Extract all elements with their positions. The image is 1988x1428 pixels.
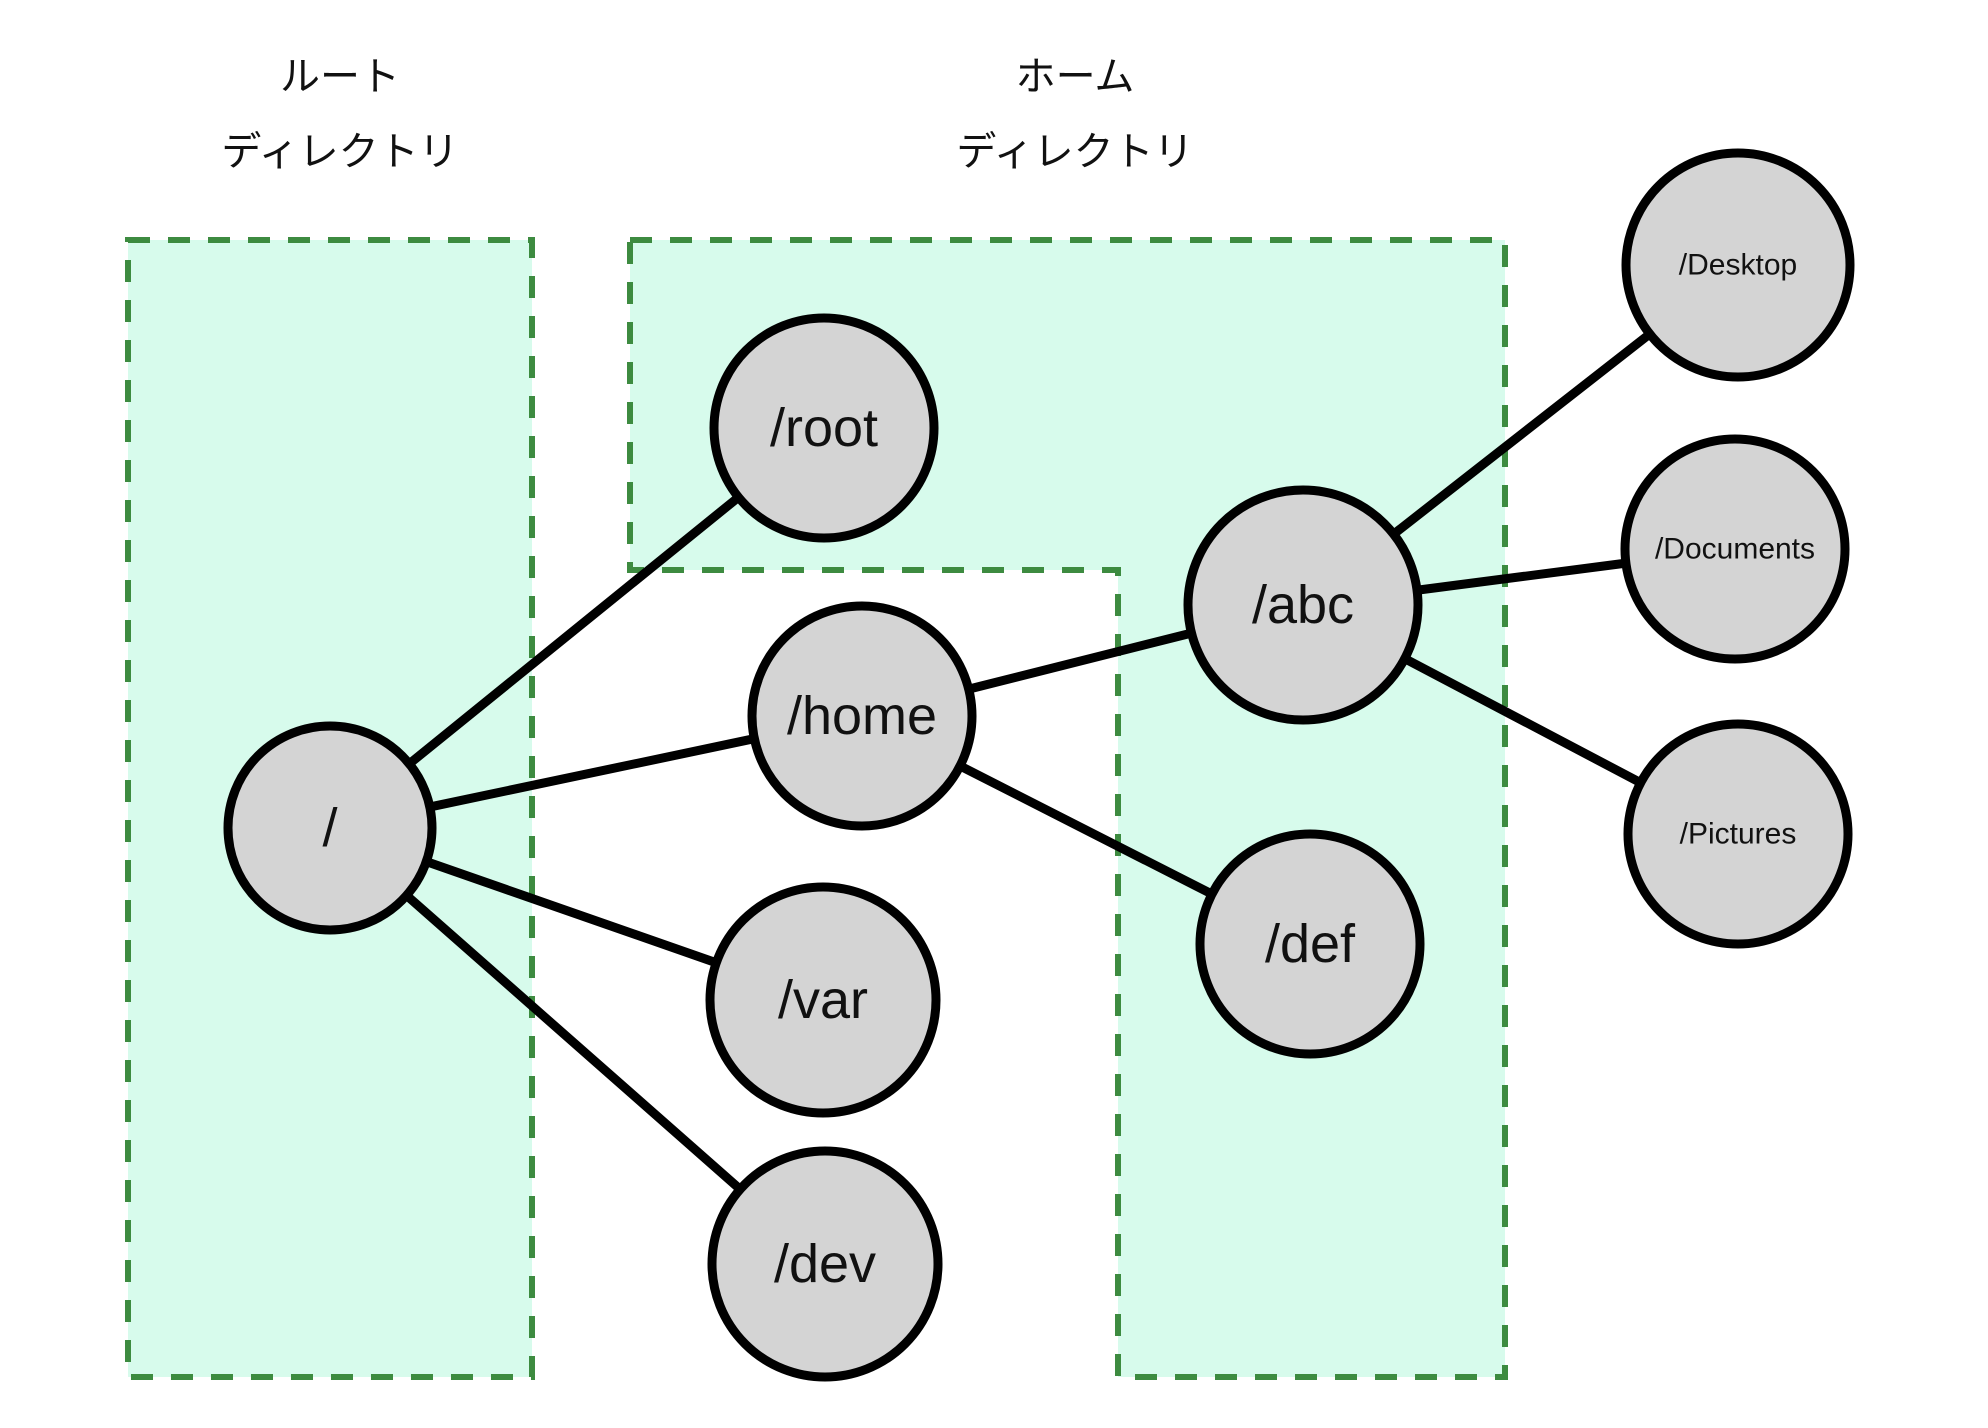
- node-label-var: /var: [778, 970, 868, 1030]
- edge-home-to-abc: [960, 627, 1200, 695]
- edge-abc-to-desktop: [1385, 327, 1658, 542]
- root-directory-label-line-1: ルート: [280, 54, 400, 100]
- root-directory-label-line-2: ディレクトリ: [221, 129, 458, 175]
- node-label-pictures: /Pictures: [1680, 818, 1797, 851]
- node-circle-home[interactable]: [747, 601, 977, 831]
- node-circle-var[interactable]: [705, 882, 941, 1118]
- edge-root-to-var: [418, 855, 725, 969]
- node-label-home: /home: [787, 686, 937, 746]
- node-circle-desktop[interactable]: [1621, 148, 1855, 382]
- node-circle-dev[interactable]: [707, 1146, 943, 1382]
- node-abc[interactable]: /abc: [1183, 485, 1423, 725]
- edge-abc-to-documents: [1408, 558, 1635, 596]
- home-directory-label-line-1: ホーム: [1016, 54, 1135, 100]
- node-home[interactable]: /home: [747, 601, 977, 831]
- node-label-root-dir: /root: [770, 398, 878, 458]
- node-label-abc: /abc: [1252, 575, 1354, 635]
- home-directory-label-line-2: ディレクトリ: [956, 129, 1193, 175]
- edge-root-to-home: [421, 733, 763, 813]
- edge-abc-to-pictures: [1396, 652, 1649, 790]
- node-label-documents: /Documents: [1655, 533, 1815, 566]
- node-circle-pictures[interactable]: [1623, 719, 1853, 949]
- node-label-dev: /dev: [774, 1234, 876, 1294]
- node-circle-abc[interactable]: [1183, 485, 1423, 725]
- node-circle-documents[interactable]: [1620, 434, 1850, 664]
- nodes-layer: / /root/home/var/dev/abc/def/Desktop/Docu…: [223, 148, 1855, 1382]
- edge-root-to-root-dir: [401, 490, 747, 771]
- node-label-def: /def: [1265, 914, 1356, 974]
- node-desktop[interactable]: /Desktop: [1621, 148, 1855, 382]
- edge-root-to-dev: [399, 888, 748, 1197]
- node-root-dir[interactable]: /root: [709, 313, 939, 543]
- node-circle-root-dir[interactable]: [709, 313, 939, 543]
- node-pictures[interactable]: /Pictures: [1623, 719, 1853, 949]
- node-def[interactable]: /def: [1195, 829, 1425, 1059]
- node-var[interactable]: /var: [705, 882, 941, 1118]
- edges-layer: [399, 327, 1658, 1197]
- node-root[interactable]: /: [223, 721, 437, 935]
- node-circle-def[interactable]: [1195, 829, 1425, 1059]
- node-label-desktop: /Desktop: [1679, 249, 1797, 282]
- node-label-root: /: [322, 798, 337, 858]
- edge-home-to-def: [951, 759, 1221, 901]
- node-documents[interactable]: /Documents: [1620, 434, 1850, 664]
- node-circle-root[interactable]: [223, 721, 437, 935]
- node-dev[interactable]: /dev: [707, 1146, 943, 1382]
